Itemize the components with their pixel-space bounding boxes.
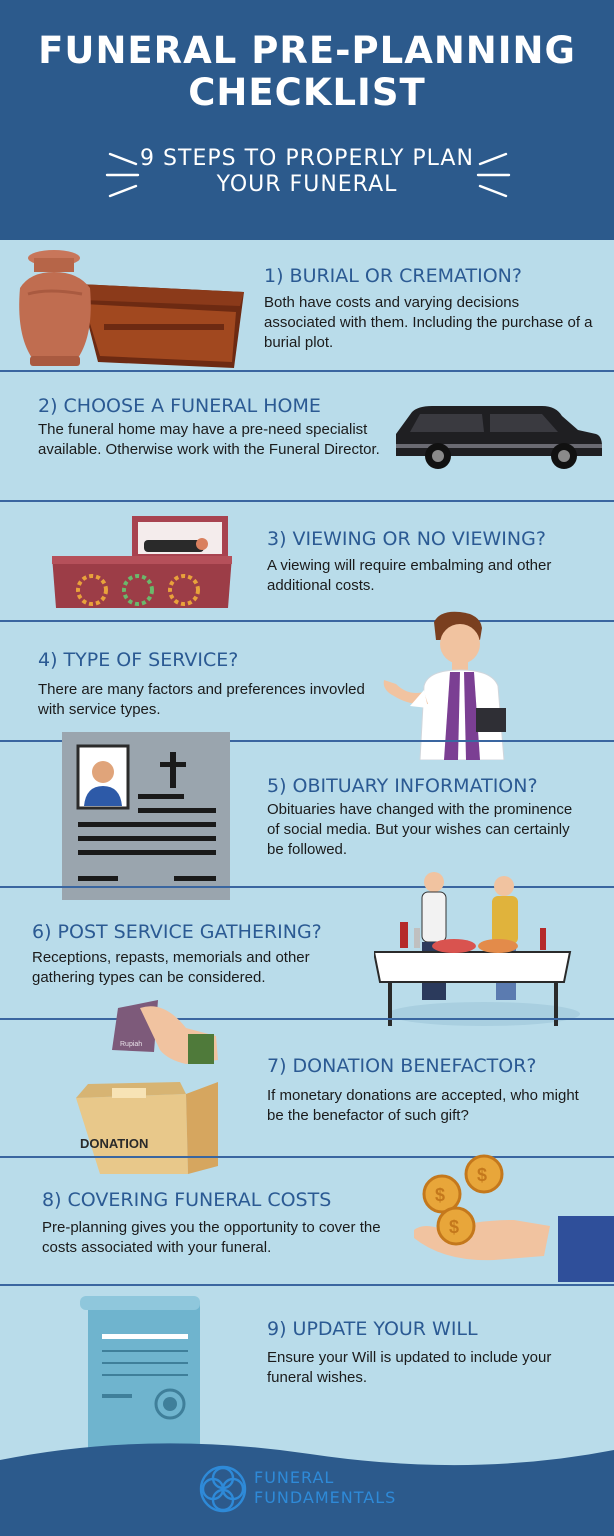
brand-logo-icon bbox=[199, 1465, 247, 1513]
coins-hand-illustration: $ $ $ bbox=[414, 1154, 614, 1282]
page-title: FUNERAL PRE-PLANNING CHECKLIST bbox=[38, 29, 576, 114]
footer-wave bbox=[0, 1443, 614, 1536]
step-3-description: A viewing will require embalming and oth… bbox=[267, 557, 552, 594]
will-document-illustration bbox=[80, 1296, 200, 1448]
step-8-description: Pre-planning gives you the opportunity t… bbox=[42, 1219, 381, 1256]
divider bbox=[0, 1018, 614, 1020]
brand-line-2: FUNDAMENTALS bbox=[254, 1488, 397, 1507]
divider bbox=[0, 370, 614, 372]
step-7-title: 7) DONATION BENEFACTOR? bbox=[267, 1055, 537, 1077]
donation-box-label: DONATION bbox=[80, 1136, 148, 1151]
svg-text:$: $ bbox=[435, 1185, 445, 1205]
step-6-description: Receptions, repasts, memorials and other… bbox=[32, 949, 310, 986]
donation-box-illustration: Rupiah DONATION bbox=[76, 1000, 218, 1174]
divider bbox=[0, 886, 614, 888]
step-4-description: There are many factors and preferences i… bbox=[38, 681, 365, 718]
step-8-title: 8) COVERING FUNERAL COSTS bbox=[42, 1189, 332, 1211]
step-2-description: The funeral home may have a pre-need spe… bbox=[38, 421, 380, 458]
divider bbox=[0, 500, 614, 502]
burst-right-icon bbox=[476, 152, 511, 198]
burst-left-icon bbox=[105, 152, 140, 198]
step-1-description: Both have costs and varying decisions as… bbox=[264, 294, 593, 351]
hearse-illustration bbox=[396, 406, 602, 469]
priest-illustration bbox=[383, 611, 506, 760]
gathering-table-illustration bbox=[374, 872, 580, 1026]
step-6-title: 6) POST SERVICE GATHERING? bbox=[32, 921, 322, 943]
step-9-description: Ensure your Will is updated to include y… bbox=[267, 1349, 552, 1386]
brand-line-1: FUNERAL bbox=[254, 1468, 335, 1487]
divider bbox=[0, 1156, 614, 1158]
step-5-description: Obituaries have changed with the promine… bbox=[267, 801, 573, 858]
money-label: Rupiah bbox=[120, 1041, 142, 1048]
brand-name: FUNERAL FUNDAMENTALS bbox=[254, 1468, 396, 1508]
divider bbox=[0, 1284, 614, 1286]
step-5-title: 5) OBITUARY INFORMATION? bbox=[267, 775, 538, 797]
urn-and-casket-illustration bbox=[19, 250, 244, 368]
step-7-description: If monetary donations are accepted, who … bbox=[267, 1087, 579, 1124]
header-banner: FUNERAL PRE-PLANNING CHECKLIST 9 STEPS T… bbox=[0, 0, 614, 240]
step-4-title: 4) TYPE OF SERVICE? bbox=[38, 649, 239, 671]
divider bbox=[0, 620, 614, 622]
divider bbox=[0, 740, 614, 742]
viewing-casket-illustration bbox=[52, 516, 232, 608]
svg-text:$: $ bbox=[449, 1217, 459, 1237]
page-subtitle: 9 STEPS TO PROPERLY PLAN YOUR FUNERAL bbox=[140, 146, 474, 197]
step-1-title: 1) BURIAL OR CREMATION? bbox=[264, 265, 522, 287]
step-2-title: 2) CHOOSE A FUNERAL HOME bbox=[38, 395, 321, 417]
step-3-title: 3) VIEWING OR NO VIEWING? bbox=[267, 528, 546, 550]
obituary-document-illustration bbox=[62, 732, 230, 900]
step-9-title: 9) UPDATE YOUR WILL bbox=[267, 1318, 478, 1340]
svg-text:$: $ bbox=[477, 1165, 487, 1185]
